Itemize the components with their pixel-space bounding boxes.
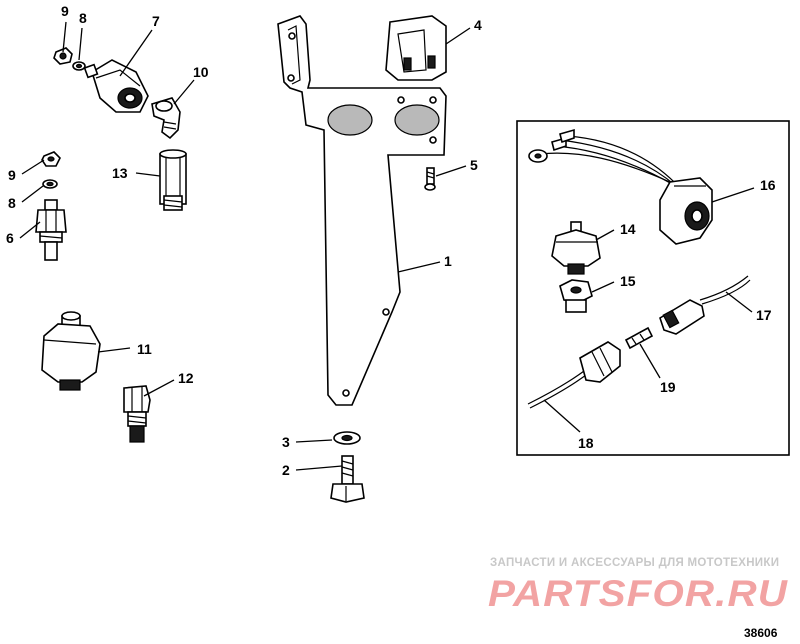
callout-2: 2 xyxy=(282,462,290,478)
bracket-part-1 xyxy=(277,15,447,406)
leader-lines xyxy=(19,21,755,471)
callout-16: 16 xyxy=(760,177,776,193)
watermark-brand: PARTSFOR.RU xyxy=(488,573,788,614)
callout-17: 17 xyxy=(756,307,772,323)
callout-13: 13 xyxy=(112,165,128,181)
washer-part-8-mid xyxy=(42,179,58,189)
watermark: ЗАПЧАСТИ И АКСЕССУАРЫ ДЛЯ МОТОТЕХНИКИ PA… xyxy=(488,557,788,614)
sender-part-14 xyxy=(551,221,601,275)
callout-6: 6 xyxy=(6,230,14,246)
elbow-fitting-part-10 xyxy=(151,97,181,140)
nut-part-9-mid xyxy=(41,151,61,167)
callout-numbers: 9 8 7 10 13 9 8 6 11 12 3 2 4 5 1 16 14 … xyxy=(6,3,776,478)
screw-part-5 xyxy=(424,167,436,191)
callout-4: 4 xyxy=(474,17,482,33)
callout-14: 14 xyxy=(620,221,636,237)
watermark-tagline: ЗАПЧАСТИ И АКСЕССУАРЫ ДЛЯ МОТОТЕХНИКИ xyxy=(490,557,779,569)
temp-sender-part-6 xyxy=(35,199,67,261)
callout-1: 1 xyxy=(444,253,452,269)
adapter-part-13 xyxy=(159,149,187,211)
knock-sensor-part-11 xyxy=(41,311,101,391)
callout-8-mid: 8 xyxy=(8,195,16,211)
callout-9-mid: 9 xyxy=(8,167,16,183)
wire-part-18 xyxy=(527,341,621,409)
wire-harness-part-16 xyxy=(528,128,713,245)
callout-9-top: 9 xyxy=(61,3,69,19)
wire-part-17 xyxy=(659,275,751,335)
callout-3: 3 xyxy=(282,434,290,450)
sender-part-7 xyxy=(83,59,149,113)
connector-part-19 xyxy=(624,326,654,350)
washer-part-8-top xyxy=(72,61,86,71)
clip-part-4 xyxy=(385,15,447,81)
callout-5: 5 xyxy=(470,157,478,173)
adapter-part-15 xyxy=(559,279,593,313)
fitting-part-12 xyxy=(123,385,151,443)
washer-part-3 xyxy=(333,431,361,445)
callout-18: 18 xyxy=(578,435,594,451)
callout-15: 15 xyxy=(620,273,636,289)
callout-19: 19 xyxy=(660,379,676,395)
callout-12: 12 xyxy=(178,370,194,386)
callout-7: 7 xyxy=(152,13,160,29)
diagram-number: 38606 xyxy=(744,626,778,640)
callout-11: 11 xyxy=(137,341,152,357)
bolt-part-2 xyxy=(330,455,365,503)
callout-10: 10 xyxy=(193,64,209,80)
callout-8-top: 8 xyxy=(79,10,87,26)
inset-frame xyxy=(516,120,790,456)
nut-part-9-top xyxy=(53,47,73,65)
